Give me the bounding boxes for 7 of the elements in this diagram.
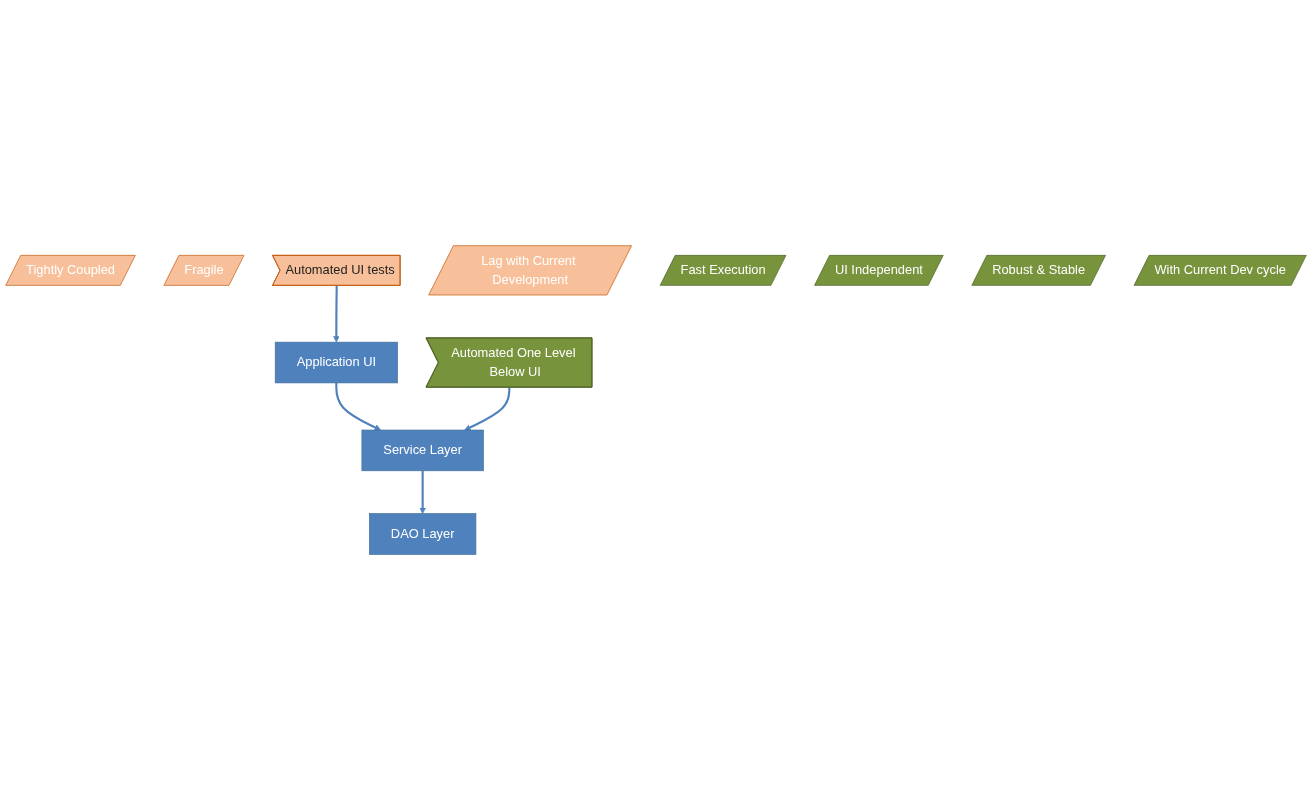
- arrow: [333, 286, 340, 343]
- node-box: Application UI: [274, 342, 398, 384]
- arrow: [464, 387, 511, 431]
- node-box: Service Layer: [361, 430, 484, 472]
- arrow: [419, 471, 426, 515]
- node-box: DAO Layer: [369, 513, 477, 556]
- arrow: [335, 383, 381, 431]
